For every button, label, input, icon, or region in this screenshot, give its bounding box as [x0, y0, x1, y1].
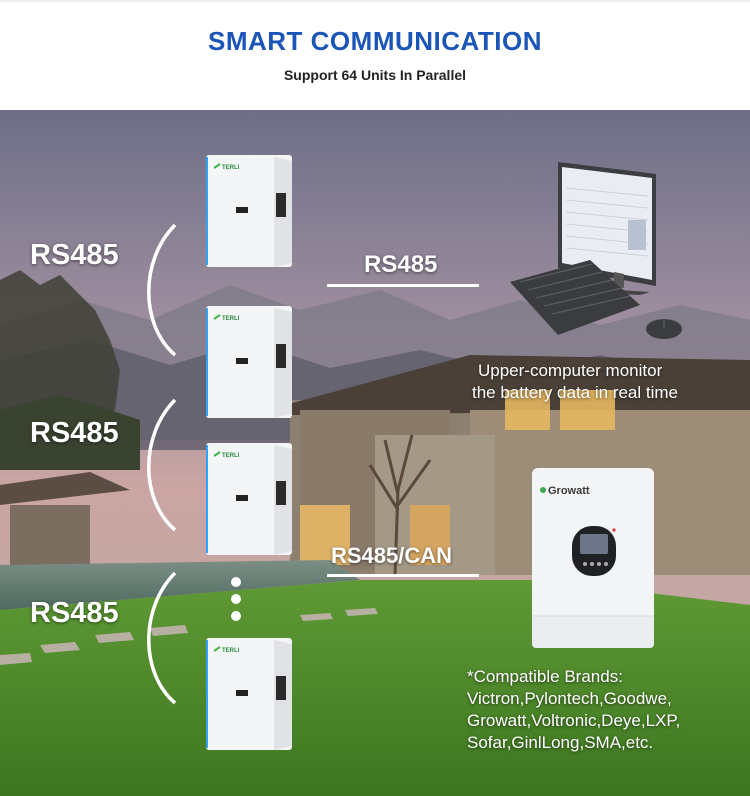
keyboard-icon	[510, 260, 640, 335]
battery-unit-icon: TERLI	[206, 638, 292, 750]
battery-unit-icon: TERLI	[206, 443, 292, 555]
ellipsis-dots-icon	[231, 577, 241, 621]
bracket-3	[147, 571, 177, 705]
rs485-link-label-2: RS485	[30, 417, 119, 449]
bracket-1	[147, 223, 177, 357]
battery-unit-icon: TERLI	[206, 306, 292, 418]
page-subtitle: Support 64 Units In Parallel	[283, 67, 467, 83]
inverter-icon: Growatt	[532, 468, 654, 648]
rs485-link-label-3: RS485	[30, 597, 119, 629]
compatible-brands-line-3: Sofar,GinlLong,SMA,etc.	[467, 733, 654, 752]
inverter-brand-label: Growatt	[548, 485, 590, 497]
rs485-link-label-1: RS485	[30, 239, 119, 271]
compatible-brands-heading: *Compatible Brands:	[467, 667, 623, 686]
connection-brackets	[147, 223, 177, 705]
compatible-brands-line-1: Victron,Pylontech,Goodwe,	[467, 689, 672, 708]
pc-link-label: RS485	[364, 251, 438, 278]
battery-brand-label: TERLI	[222, 648, 240, 654]
pc-caption-line-1: Upper-computer monitor	[478, 361, 663, 380]
compatible-brands-line-2: Growatt,Voltronic,Deye,LXP,	[467, 711, 681, 730]
battery-brand-label: TERLI	[222, 165, 240, 171]
scene: RS485 RS485 RS485 TERLI TERLI	[0, 110, 750, 796]
page-title: SMART COMMUNICATION	[208, 26, 542, 56]
inverter-link-label: RS485/CAN	[331, 543, 453, 568]
inverter-link-line	[327, 574, 479, 577]
pc-caption-line-2: the battery data in real time	[472, 383, 679, 402]
battery-unit-icon: TERLI	[206, 155, 292, 267]
battery-brand-label: TERLI	[222, 453, 240, 459]
header: SMART COMMUNICATION Support 64 Units In …	[0, 0, 750, 110]
desktop-monitor-icon	[558, 162, 656, 295]
mouse-icon	[646, 319, 682, 339]
header-top-divider	[0, 0, 750, 2]
battery-brand-label: TERLI	[222, 316, 240, 322]
bracket-2	[147, 398, 177, 532]
pc-link-line	[327, 284, 479, 287]
